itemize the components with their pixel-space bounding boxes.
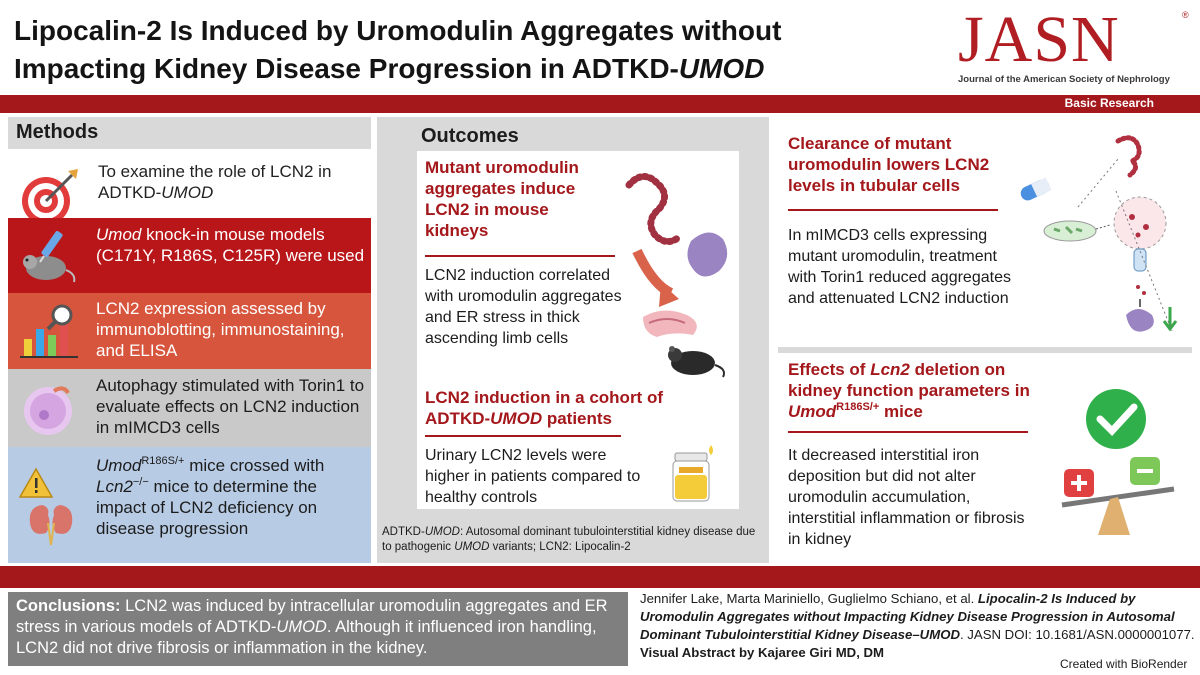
section-label: Basic Research bbox=[1064, 96, 1154, 110]
abbreviations-footnote: ADTKD-UMOD: Autosomal dominant tubuloint… bbox=[382, 526, 756, 553]
created-with-label: Created with BioRender bbox=[1060, 657, 1188, 671]
divider bbox=[788, 431, 1028, 433]
methods-item-mouse-models-text: Umod knock-in mouse models (C171Y, R186S… bbox=[96, 225, 365, 265]
section-band: Basic Research bbox=[0, 95, 1200, 113]
outcome-card-lcn2-deletion: Effects of Lcn2 deletion on kidney funct… bbox=[778, 353, 1192, 563]
outcome-card-cohort: LCN2 induction in a cohort of ADTKD-UMOD… bbox=[417, 381, 739, 509]
methods-item-cross-text: UmodR186S/+ mice crossed with Lcn2−/− mi… bbox=[96, 455, 325, 539]
methods-panel: Methods To examine the role of LCN2 in A… bbox=[8, 117, 371, 563]
mouse-syringe-icon bbox=[23, 231, 76, 283]
torin-treatment-illustration bbox=[1020, 135, 1178, 332]
outcomes-panel: Outcomes Mutant uromodulin aggregates in… bbox=[377, 117, 769, 563]
citation-doi: . JASN DOI: 10.1681/ASN.0000001077. bbox=[959, 627, 1195, 642]
checkmark-icon bbox=[1086, 389, 1146, 449]
outcome-card-lcn2-deletion-title: Effects of Lcn2 deletion on kidney funct… bbox=[788, 360, 1030, 421]
outcome-card-mouse-title: Mutant uromodulin aggregates induce LCN2… bbox=[425, 158, 579, 240]
logo-subtitle: Journal of the American Society of Nephr… bbox=[958, 74, 1170, 85]
conclusions-label: Conclusions: bbox=[16, 597, 121, 615]
balance-scale-icon bbox=[1061, 457, 1175, 535]
logo-wordmark: JASN bbox=[958, 3, 1120, 76]
jasn-logo: JASN ® Journal of the American Society o… bbox=[958, 3, 1190, 86]
aggregates-mouse-illustration bbox=[625, 173, 728, 378]
autophagy-cell-icon bbox=[24, 386, 72, 435]
warning-kidney-icon bbox=[18, 467, 73, 546]
bar-chart-magnifier-icon bbox=[20, 304, 78, 358]
outcome-card-clearance-body: In mIMCD3 cells expressing mutant uromod… bbox=[788, 227, 1011, 307]
methods-item-aim-text: To examine the role of LCN2 in ADTKD-UMO… bbox=[98, 162, 332, 202]
page-title: Lipocalin-2 Is Induced by Uromodulin Agg… bbox=[14, 12, 914, 88]
title-line-1: Lipocalin-2 Is Induced by Uromodulin Agg… bbox=[14, 15, 782, 46]
bottom-band bbox=[0, 566, 1200, 588]
methods-item-expression-text: LCN2 expression assessed by immunoblotti… bbox=[96, 299, 345, 360]
citation: Jennifer Lake, Marta Mariniello, Gugliel… bbox=[640, 590, 1196, 662]
methods-item-autophagy: Autophagy stimulated with Torin1 to eval… bbox=[8, 369, 371, 447]
outcome-card-mouse: Mutant uromodulin aggregates induce LCN2… bbox=[417, 151, 739, 383]
outcomes-heading: Outcomes bbox=[421, 125, 519, 147]
target-icon bbox=[22, 169, 78, 225]
outcome-card-mouse-body: LCN2 induction correlated with uromoduli… bbox=[425, 267, 622, 347]
divider bbox=[788, 209, 998, 211]
urine-sample-icon bbox=[672, 445, 713, 502]
citation-authors: Jennifer Lake, Marta Mariniello, Gugliel… bbox=[640, 591, 978, 606]
outcome-card-clearance: Clearance of mutant uromodulin lowers LC… bbox=[778, 117, 1192, 347]
right-panel: Clearance of mutant uromodulin lowers LC… bbox=[778, 117, 1192, 563]
outcome-card-clearance-title: Clearance of mutant uromodulin lowers LC… bbox=[788, 134, 990, 195]
logo-registered-mark: ® bbox=[1182, 10, 1189, 20]
methods-item-expression: LCN2 expression assessed by immunoblotti… bbox=[8, 293, 371, 369]
methods-item-mouse-models: Umod knock-in mouse models (C171Y, R186S… bbox=[8, 218, 371, 293]
methods-item-autophagy-text: Autophagy stimulated with Torin1 to eval… bbox=[96, 376, 365, 437]
citation-credit: Visual Abstract by Kajaree Giri MD, DM bbox=[640, 645, 885, 660]
title-line-2: Impacting Kidney Disease Progression in … bbox=[14, 53, 765, 84]
outcome-card-cohort-title: LCN2 induction in a cohort of ADTKD-UMOD… bbox=[425, 388, 663, 428]
outcome-card-lcn2-deletion-body: It decreased interstitial iron depositio… bbox=[788, 447, 1025, 548]
methods-item-cross: UmodR186S/+ mice crossed with Lcn2−/− mi… bbox=[8, 447, 371, 563]
divider bbox=[425, 255, 615, 257]
outcome-card-cohort-body: Urinary LCN2 levels were higher in patie… bbox=[425, 447, 641, 506]
divider bbox=[425, 435, 621, 437]
conclusions-box: Conclusions: LCN2 was induced by intrace… bbox=[8, 592, 628, 666]
methods-heading: Methods bbox=[8, 117, 371, 149]
citation-title: Lipocalin-2 Is Induced by Uromodulin Agg… bbox=[640, 591, 1175, 642]
